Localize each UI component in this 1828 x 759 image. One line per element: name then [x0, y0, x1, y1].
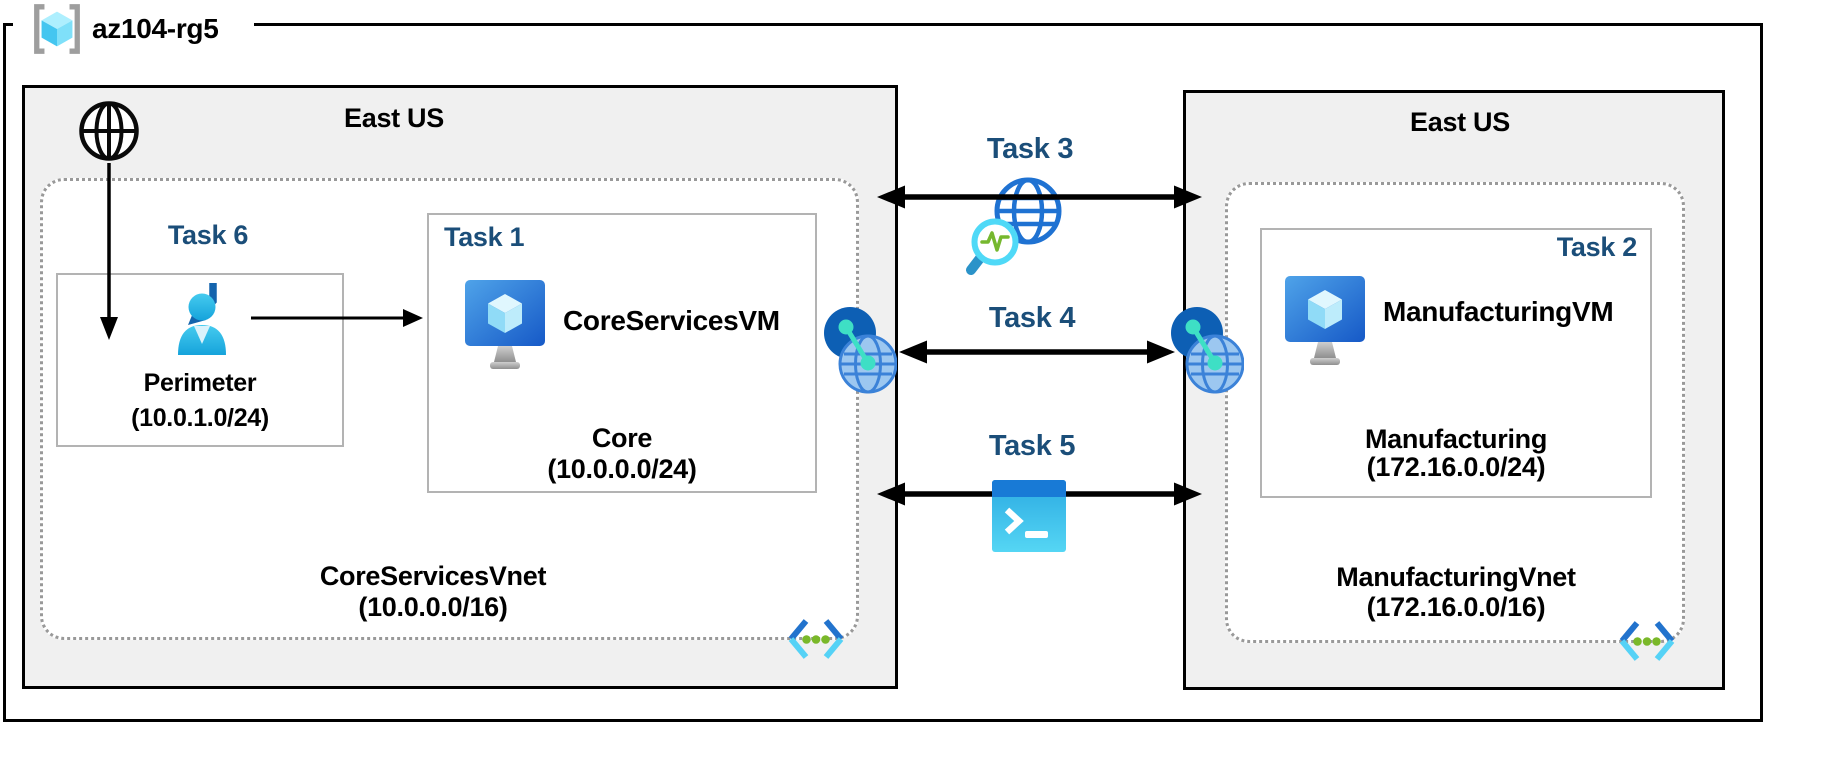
manufacturing-subnet-name: Manufacturing	[1364, 424, 1548, 454]
resource-group-icon	[28, 2, 86, 56]
virtual-machine-icon	[463, 277, 547, 375]
network-watcher-icon	[965, 175, 1070, 290]
vnet-peering-icon	[1170, 304, 1245, 398]
core-subnet-name: Core	[591, 423, 653, 453]
task1-label: Task 1	[444, 222, 525, 252]
core-services-vm-name: CoreServicesVM	[563, 305, 780, 336]
task1-box	[427, 213, 817, 493]
task2-label: Task 2	[1556, 232, 1638, 262]
virtual-network-icon	[1616, 618, 1678, 664]
core-services-vnet-name: CoreServicesVnet	[319, 561, 547, 591]
task5-label: Task 5	[988, 430, 1076, 462]
core-subnet-cidr: (10.0.0.0/24)	[547, 454, 697, 484]
manufacturing-subnet-cidr: (172.16.0.0/24)	[1366, 452, 1546, 482]
manufacturing-vnet-cidr: (172.16.0.0/16)	[1366, 592, 1546, 622]
task6-label: Task 6	[167, 220, 249, 250]
right-region-location: East US	[1410, 107, 1510, 137]
perimeter-subnet-cidr: (10.0.1.0/24)	[131, 404, 269, 432]
core-services-vnet-cidr: (10.0.0.0/16)	[358, 592, 508, 622]
user-signin-icon	[150, 277, 236, 365]
task4-label: Task 4	[988, 302, 1076, 334]
internet-globe-icon	[77, 99, 141, 163]
perimeter-subnet-box	[56, 273, 344, 447]
task3-label: Task 3	[986, 133, 1074, 165]
resource-group-box	[3, 23, 1763, 722]
vnet-peering-icon	[823, 304, 898, 398]
resource-group-title-gap	[13, 19, 254, 30]
virtual-machine-icon	[1283, 273, 1367, 371]
virtual-network-icon	[785, 616, 847, 662]
manufacturing-vnet-name: ManufacturingVnet	[1336, 562, 1576, 592]
resource-group-title: az104-rg5	[92, 13, 219, 44]
cloud-shell-icon	[992, 480, 1066, 552]
manufacturing-vm-name: ManufacturingVM	[1383, 296, 1614, 327]
perimeter-subnet-name: Perimeter	[143, 369, 257, 397]
left-region-location: East US	[344, 103, 444, 133]
